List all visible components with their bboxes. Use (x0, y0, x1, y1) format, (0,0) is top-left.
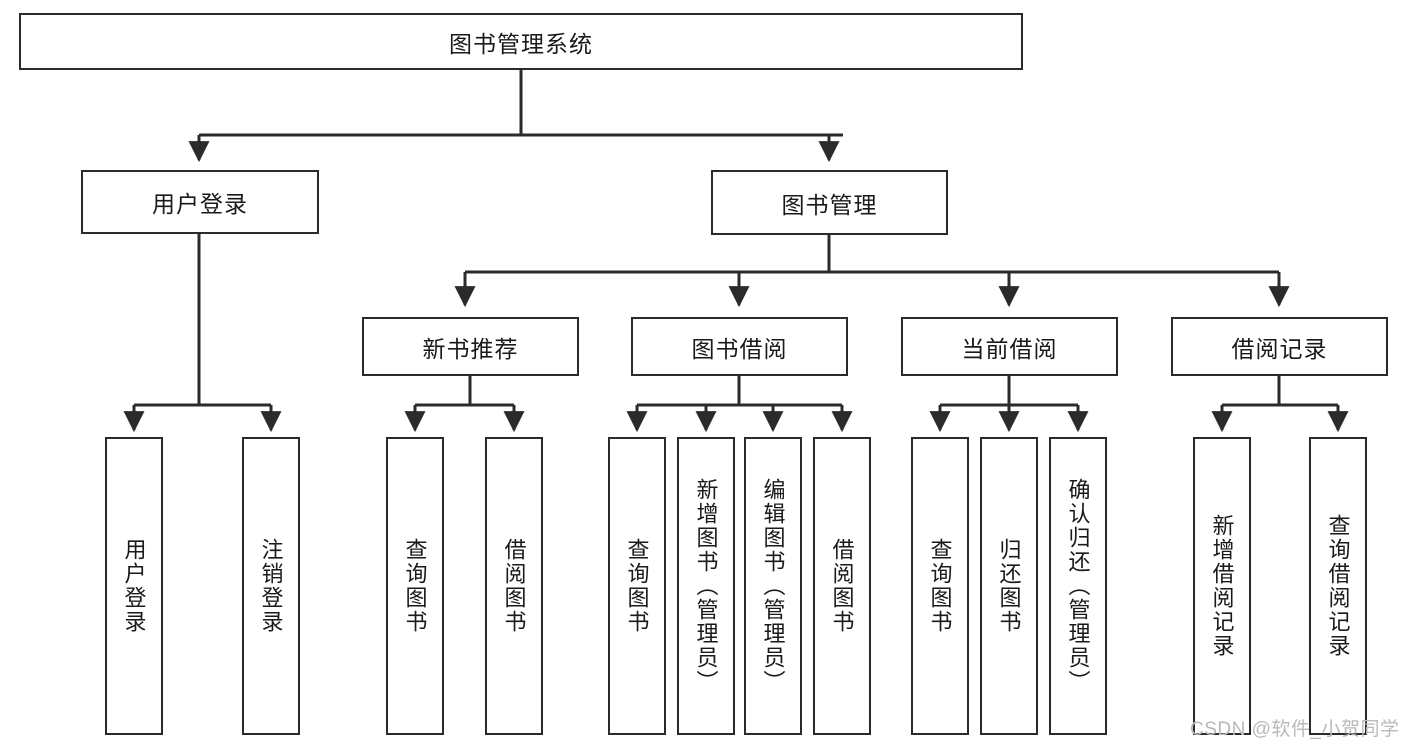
leaf-query-borrow-record-label: 查询借阅记录 (1325, 514, 1351, 658)
node-book-management-label: 图书管理 (781, 191, 878, 218)
node-user-login-label: 用户登录 (152, 191, 248, 217)
leaf-user-login-label: 用户登录 (121, 538, 147, 634)
node-root-label: 图书管理系统 (449, 30, 593, 57)
node-current-borrow[interactable]: 当前借阅 (901, 317, 1118, 376)
leaf-logout-label: 注销登录 (258, 538, 284, 634)
leaf-user-login[interactable]: 用户登录 (105, 437, 163, 735)
leaf-query-book-borrow-label: 查询图书 (624, 538, 650, 634)
leaf-borrow-book-recommend-label: 借阅图书 (501, 538, 527, 634)
csdn-watermark: CSDN @软件_小贺同学 (1190, 719, 1400, 740)
node-root[interactable]: 图书管理系统 (19, 13, 1023, 70)
leaf-return-book-label: 归还图书 (996, 538, 1022, 634)
node-user-login[interactable]: 用户登录 (81, 170, 319, 234)
leaf-logout[interactable]: 注销登录 (242, 437, 300, 735)
leaf-query-book-borrow[interactable]: 查询图书 (608, 437, 666, 735)
node-new-book-recommend[interactable]: 新书推荐 (362, 317, 579, 376)
leaf-borrow-book[interactable]: 借阅图书 (813, 437, 871, 735)
leaf-query-borrow-record[interactable]: 查询借阅记录 (1309, 437, 1367, 735)
leaf-query-book-current-label: 查询图书 (927, 538, 953, 634)
leaf-query-book-recommend-label: 查询图书 (402, 538, 428, 634)
leaf-return-book[interactable]: 归还图书 (980, 437, 1038, 735)
leaf-query-book-recommend[interactable]: 查询图书 (386, 437, 444, 735)
node-borrow-record-label: 借阅记录 (1231, 335, 1328, 362)
leaf-confirm-return-admin[interactable]: 确认归还（管理员） (1049, 437, 1107, 735)
node-new-book-recommend-label: 新书推荐 (422, 335, 519, 362)
leaf-add-borrow-record[interactable]: 新增借阅记录 (1193, 437, 1251, 735)
leaf-borrow-book-label: 借阅图书 (829, 538, 855, 634)
leaf-edit-book-admin[interactable]: 编辑图书（管理员） (744, 437, 802, 735)
leaf-edit-book-admin-label: 编辑图书（管理员） (760, 478, 786, 694)
node-current-borrow-label: 当前借阅 (961, 335, 1058, 362)
leaf-borrow-book-recommend[interactable]: 借阅图书 (485, 437, 543, 735)
node-book-borrow-label: 图书借阅 (691, 335, 788, 362)
leaf-confirm-return-admin-label: 确认归还（管理员） (1065, 478, 1091, 694)
node-borrow-record[interactable]: 借阅记录 (1171, 317, 1388, 376)
leaf-add-book-admin-label: 新增图书（管理员） (693, 478, 719, 694)
node-book-management[interactable]: 图书管理 (711, 170, 948, 235)
leaf-add-borrow-record-label: 新增借阅记录 (1209, 514, 1235, 658)
leaf-add-book-admin[interactable]: 新增图书（管理员） (677, 437, 735, 735)
leaf-query-book-current[interactable]: 查询图书 (911, 437, 969, 735)
node-book-borrow[interactable]: 图书借阅 (631, 317, 848, 376)
